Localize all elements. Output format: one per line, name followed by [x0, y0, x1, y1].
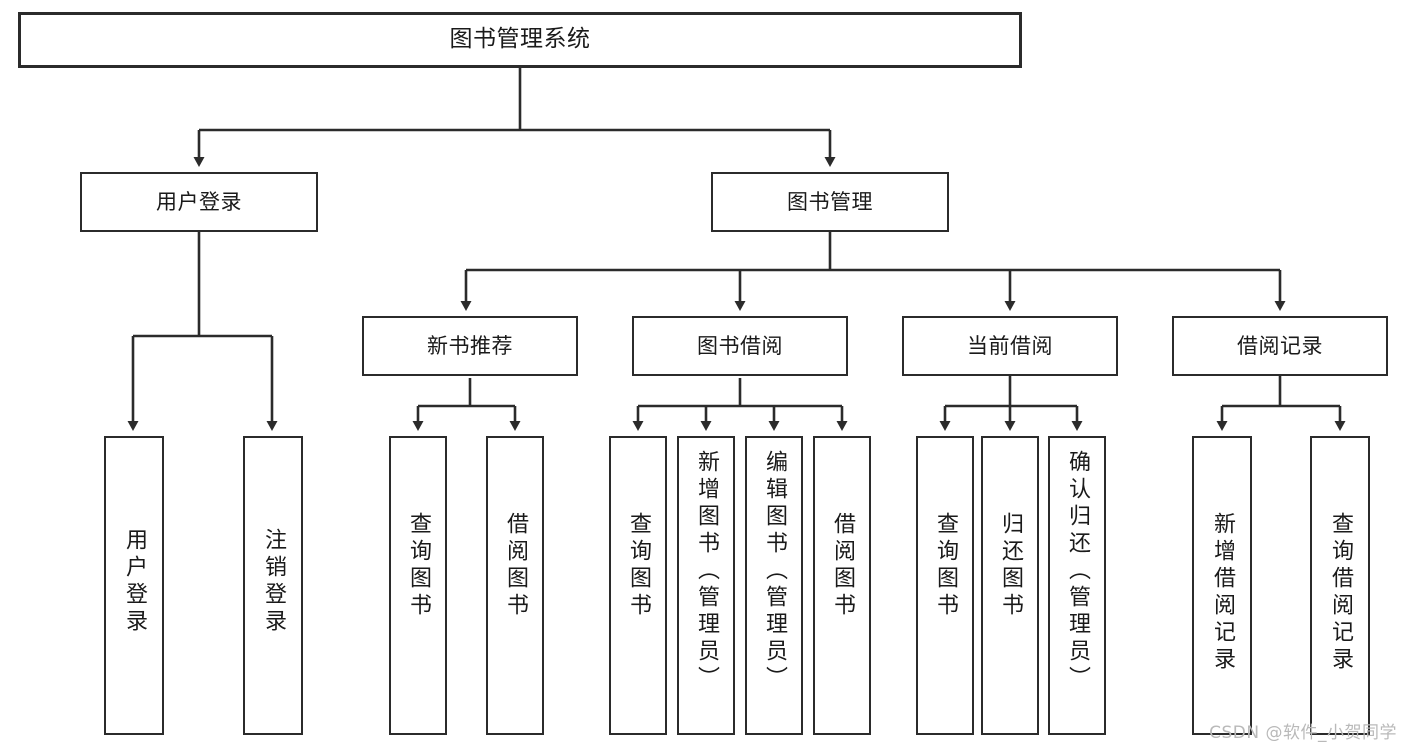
node-label: 确认归还（管理员） — [1065, 450, 1090, 693]
node-label: 查询图书 — [933, 512, 958, 620]
node-label: 图书管理 — [787, 189, 873, 214]
leaf-confirm-return-admin[interactable]: 确认归还（管理员） — [1048, 436, 1106, 735]
node-label: 查询图书 — [626, 512, 651, 620]
node-label: 借阅图书 — [503, 512, 528, 620]
node-label: 查询图书 — [406, 512, 431, 620]
leaf-query-borrow-record[interactable]: 查询借阅记录 — [1310, 436, 1370, 735]
node-label: 查询借阅记录 — [1328, 512, 1353, 674]
csdn-watermark: CSDN @软件_小贺同学 — [1209, 723, 1397, 743]
node-new-book-recommend[interactable]: 新书推荐 — [362, 316, 578, 376]
node-label: 图书管理系统 — [449, 26, 591, 53]
leaf-add-borrow-record[interactable]: 新增借阅记录 — [1192, 436, 1252, 735]
node-label: 当前借阅 — [967, 333, 1053, 358]
node-label: 归还图书 — [998, 512, 1023, 620]
leaf-query-book-borrow[interactable]: 查询图书 — [609, 436, 667, 735]
node-label: 图书借阅 — [697, 333, 783, 358]
node-label: 新书推荐 — [427, 333, 513, 358]
leaf-edit-book-admin[interactable]: 编辑图书（管理员） — [745, 436, 803, 735]
leaf-return-book[interactable]: 归还图书 — [981, 436, 1039, 735]
node-borrow-record[interactable]: 借阅记录 — [1172, 316, 1388, 376]
node-label: 编辑图书（管理员） — [762, 450, 787, 693]
leaf-borrow-book[interactable]: 借阅图书 — [813, 436, 871, 735]
node-book-borrow[interactable]: 图书借阅 — [632, 316, 848, 376]
leaf-user-login[interactable]: 用户登录 — [104, 436, 164, 735]
leaf-logout[interactable]: 注销登录 — [243, 436, 303, 735]
node-label: 用户登录 — [156, 189, 242, 214]
node-root-system[interactable]: 图书管理系统 — [18, 12, 1022, 68]
node-label: 注销登录 — [261, 528, 286, 636]
node-label: 新增图书（管理员） — [694, 450, 719, 693]
leaf-query-book-current[interactable]: 查询图书 — [916, 436, 974, 735]
node-user-login[interactable]: 用户登录 — [80, 172, 318, 232]
node-label: 借阅图书 — [830, 512, 855, 620]
node-current-borrow[interactable]: 当前借阅 — [902, 316, 1118, 376]
leaf-borrow-book-recommend[interactable]: 借阅图书 — [486, 436, 544, 735]
node-label: 新增借阅记录 — [1210, 512, 1235, 674]
node-label: 借阅记录 — [1237, 333, 1323, 358]
leaf-query-book-recommend[interactable]: 查询图书 — [389, 436, 447, 735]
node-label: 用户登录 — [122, 528, 147, 636]
leaf-add-book-admin[interactable]: 新增图书（管理员） — [677, 436, 735, 735]
node-book-management[interactable]: 图书管理 — [711, 172, 949, 232]
